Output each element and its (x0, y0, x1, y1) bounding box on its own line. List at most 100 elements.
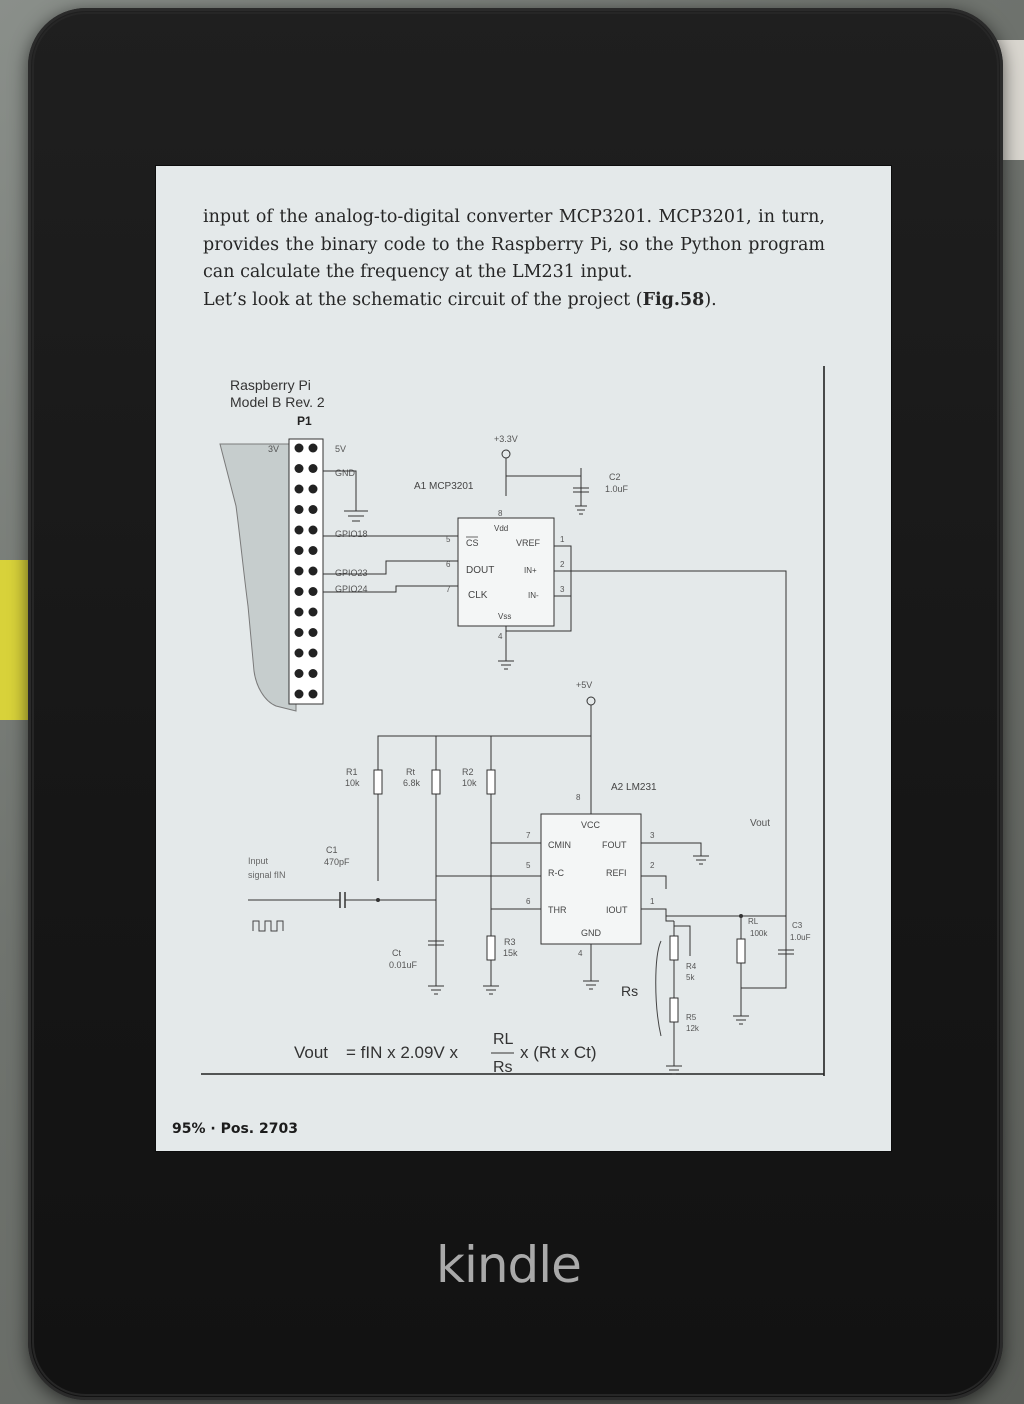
chip-pin: FOUT (602, 840, 627, 850)
pin-number: 6 (446, 560, 451, 569)
header-pin (308, 566, 318, 576)
formula-lhs: Vout (294, 1043, 328, 1062)
component-value: 10k (345, 778, 360, 788)
component-ref: R2 (462, 767, 474, 777)
chip-pin: IOUT (606, 905, 628, 915)
component-value: 12k (686, 1024, 700, 1033)
header-label: P1 (297, 414, 312, 428)
pin-number: 8 (498, 509, 503, 518)
header-pin (294, 525, 304, 535)
paragraph: Let’s look at the schematic circuit of t… (203, 287, 825, 315)
header-pin (308, 628, 318, 637)
component-ref: RL (748, 917, 759, 926)
schematic-figure: Raspberry Pi Model B Rev. 2 P1 3V 5V GND… (201, 366, 825, 1076)
bezel (32, 12, 999, 1396)
header-pin (294, 464, 304, 473)
header-pin (294, 587, 304, 596)
formula-denominator: Rs (493, 1059, 513, 1076)
pin-number: 4 (578, 949, 583, 958)
board-title: Raspberry Pi (230, 377, 311, 393)
header-pin (294, 648, 304, 658)
chip-pin: Vdd (494, 524, 508, 533)
chip-pin: DOUT (466, 565, 494, 576)
chip-pin: IN- (528, 591, 539, 600)
reading-progress[interactable]: 95% · Pos. 2703 (172, 1121, 298, 1137)
component-ref: C2 (609, 472, 621, 482)
header-pin (308, 669, 318, 678)
chip-pin: REFI (606, 868, 627, 878)
header-pin (308, 464, 318, 473)
figure-reference[interactable]: Fig.58 (642, 289, 705, 310)
background-object (0, 560, 30, 720)
header-pin (294, 669, 304, 678)
header-pins (294, 443, 318, 699)
pin-label: GND (335, 468, 356, 478)
pin-number: 3 (650, 831, 655, 840)
header-pin (308, 689, 318, 699)
gpio-header (288, 438, 324, 705)
supply-label: +5V (576, 680, 592, 690)
header-pin (308, 443, 318, 453)
pin-number: 5 (526, 861, 531, 870)
formula-part: = fIN x 2.09V x (346, 1043, 458, 1062)
header-pin (294, 546, 304, 555)
pin-number: 6 (526, 897, 531, 906)
chip-label: A1 MCP3201 (414, 481, 474, 492)
component-ref: C1 (326, 845, 338, 855)
chip-pin: R-C (548, 868, 564, 878)
component-ref: Rt (406, 767, 415, 777)
component-value: 1.0uF (605, 484, 629, 494)
pin-label: 5V (335, 444, 346, 454)
pin-number: 4 (498, 632, 503, 641)
chip-pin: CMIN (548, 840, 571, 850)
component-ref: R5 (686, 1013, 697, 1022)
output-label: Vout (750, 818, 770, 829)
header-pin (294, 689, 304, 699)
component-ref: Ct (392, 948, 401, 958)
chip-pin: VREF (516, 538, 541, 548)
component-ref: Rs (621, 983, 638, 999)
component-ref: C3 (792, 921, 803, 930)
paragraph: input of the analog-to-digital converter… (203, 207, 825, 282)
e-ink-screen[interactable]: input of the analog-to-digital converter… (155, 165, 892, 1152)
header-pin (294, 484, 304, 494)
pin-label: 3V (268, 444, 279, 454)
component-value: 10k (462, 778, 477, 788)
component-ref: R4 (686, 962, 697, 971)
paragraph-text: Let’s look at the schematic circuit of t… (203, 289, 643, 310)
chip-label: A2 LM231 (611, 782, 657, 793)
board-title: Model B Rev. 2 (230, 394, 325, 410)
header-pin (308, 546, 318, 555)
formula-numerator: RL (493, 1031, 514, 1048)
header-pin (308, 525, 318, 535)
header-pin (308, 587, 318, 596)
paragraph-text: ). (704, 289, 717, 310)
chip-pin: CLK (468, 590, 488, 601)
header-pin (308, 648, 318, 658)
formula-part: x (Rt x Ct) (520, 1043, 597, 1062)
input-label: Input (248, 856, 269, 866)
chip-pin: CS (466, 538, 479, 548)
header-pin (294, 607, 304, 617)
chip-pin: GND (581, 928, 602, 938)
pin-number: 2 (650, 861, 655, 870)
component-value: 100k (750, 929, 768, 938)
component-ref: R1 (346, 767, 358, 777)
pin-number: 3 (560, 585, 565, 594)
chip-pin: Vss (498, 612, 511, 621)
pin-number: 2 (560, 560, 565, 569)
chip-mcp3201 (457, 517, 555, 627)
chip-lm231 (540, 813, 642, 945)
pin-number: 8 (576, 793, 581, 802)
pin-number: 7 (446, 585, 451, 594)
pin-label: GPIO18 (335, 529, 368, 539)
input-label: signal fIN (248, 870, 286, 880)
pin-label: GPIO23 (335, 568, 368, 578)
component-value: 1.0uF (790, 933, 811, 942)
component-ref: R3 (504, 937, 516, 947)
pin-number: 5 (446, 535, 451, 544)
component-value: 6.8k (403, 778, 421, 788)
pin-number: 7 (526, 831, 531, 840)
header-pin (294, 443, 304, 453)
chip-pin: VCC (581, 820, 601, 830)
